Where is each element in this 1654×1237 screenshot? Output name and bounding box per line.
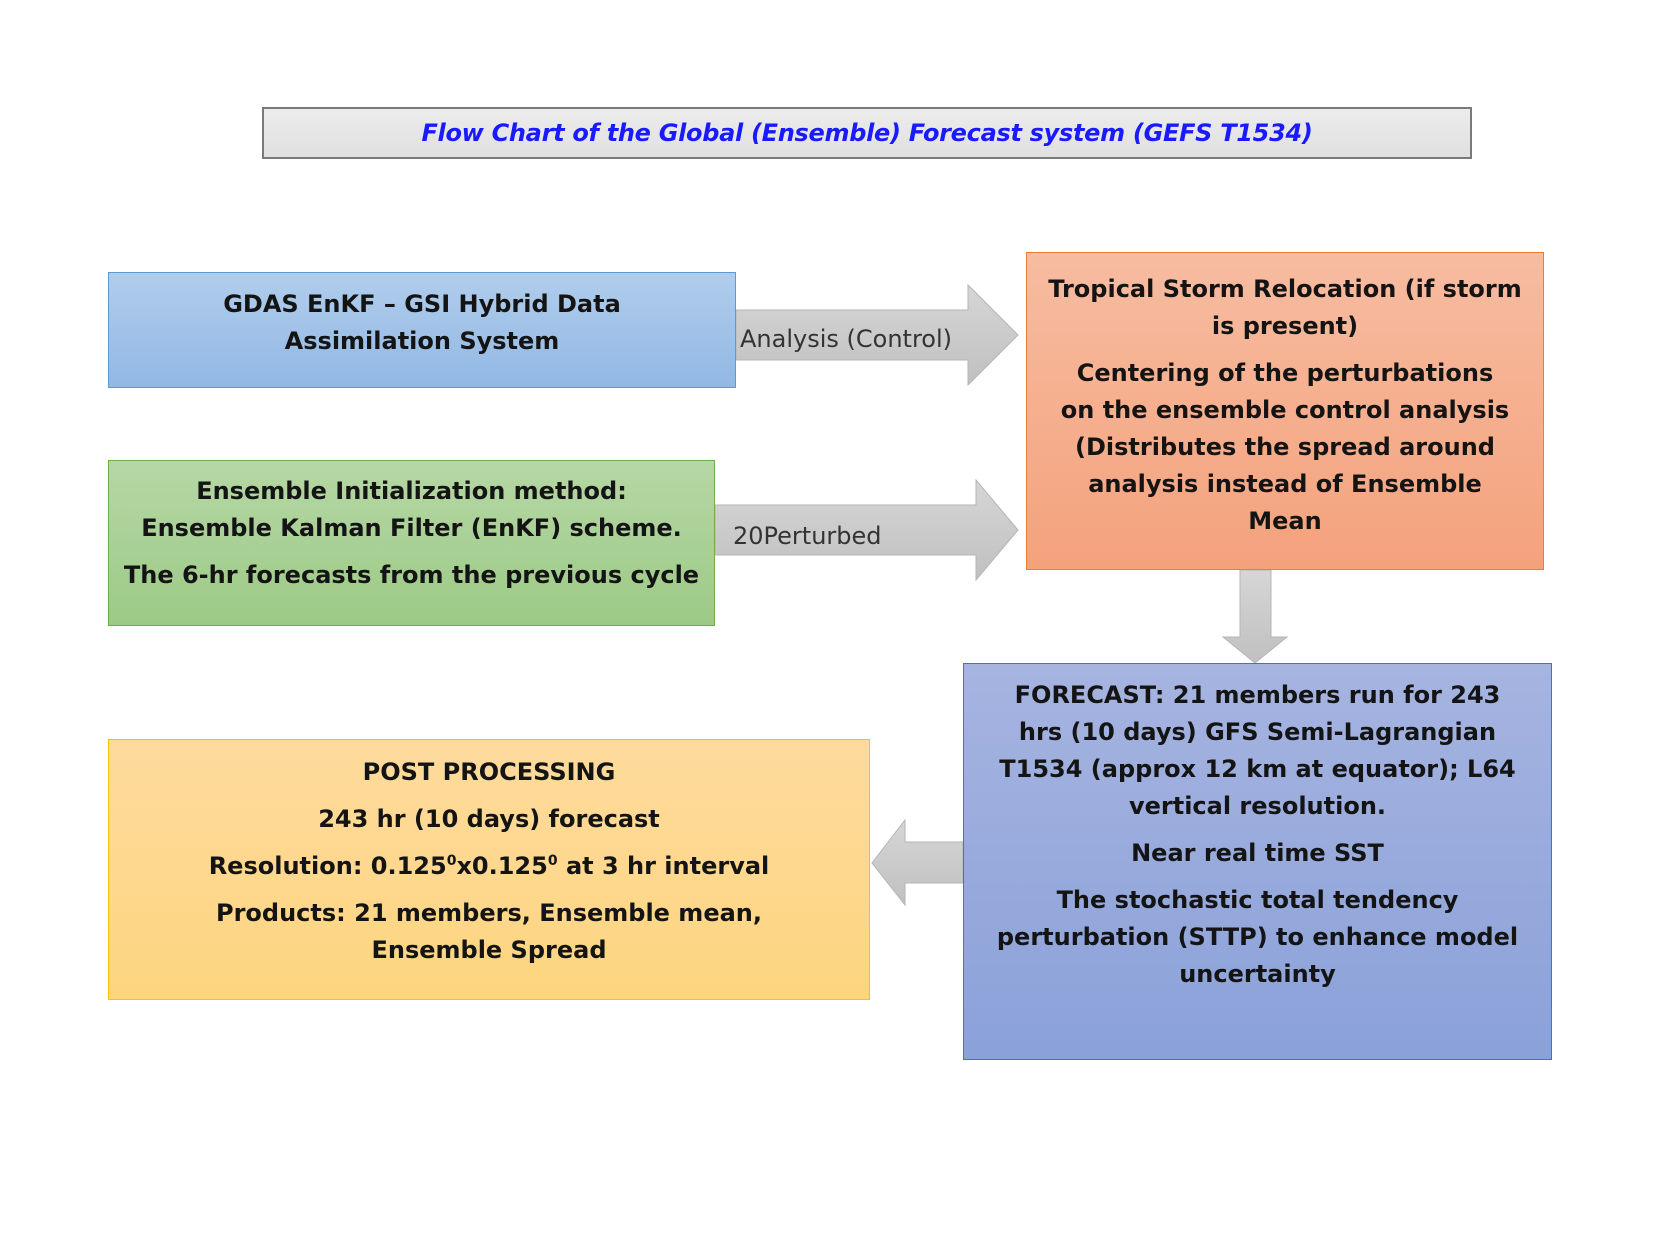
arrow-perturbed <box>714 478 1019 582</box>
node-gdas: GDAS EnKF – GSI Hybrid Data Assimilation… <box>108 272 736 388</box>
post-heading: POST PROCESSING <box>362 758 616 786</box>
chart-title-box: Flow Chart of the Global (Ensemble) Fore… <box>262 107 1472 159</box>
forecast-sst-text: Near real time SST <box>1131 839 1384 867</box>
label-analysis-control: Analysis (Control) <box>740 325 952 352</box>
tsr-centering-text: Centering of the perturbations on the en… <box>1060 359 1510 535</box>
post-resolution-prefix: Resolution: 0.125 <box>208 852 447 880</box>
arrow-left-to-post <box>871 818 964 907</box>
enkf-method-text: Ensemble Initialization method: Ensemble… <box>141 477 682 542</box>
post-resolution-mid: x0.125 <box>456 852 548 880</box>
arrow-down-to-forecast <box>1221 569 1289 664</box>
gdas-text: GDAS EnKF – GSI Hybrid Data Assimilation… <box>223 290 621 355</box>
node-ensemble-init: Ensemble Initialization method: Ensemble… <box>108 460 715 626</box>
post-resolution-text: Resolution: 0.1250x0.1250 at 3 hr interv… <box>209 848 770 885</box>
forecast-sttp-text: The stochastic total tendency perturbati… <box>996 886 1519 988</box>
post-products-text: Products: 21 members, Ensemble mean, Ens… <box>216 899 762 964</box>
arrow-analysis-control <box>735 283 1019 387</box>
forecast-members-text: FORECAST: 21 members run for 243 hrs (10… <box>999 681 1516 820</box>
enkf-previous-cycle-text: The 6-hr forecasts from the previous cyc… <box>123 561 700 589</box>
node-forecast: FORECAST: 21 members run for 243 hrs (10… <box>963 663 1552 1060</box>
post-resolution-sup1: 0 <box>446 853 457 869</box>
label-perturbed: 20Perturbed <box>733 522 882 546</box>
post-resolution-suffix: at 3 hr interval <box>557 852 770 880</box>
tsr-relocation-text: Tropical Storm Relocation (if storm is p… <box>1048 275 1522 340</box>
node-post-processing: POST PROCESSING 243 hr (10 days) forecas… <box>108 739 870 1000</box>
chart-title: Flow Chart of the Global (Ensemble) Fore… <box>421 119 1313 147</box>
node-storm-relocation: Tropical Storm Relocation (if storm is p… <box>1026 252 1544 570</box>
post-resolution-sup2: 0 <box>547 853 558 869</box>
post-forecast-text: 243 hr (10 days) forecast <box>318 805 660 833</box>
